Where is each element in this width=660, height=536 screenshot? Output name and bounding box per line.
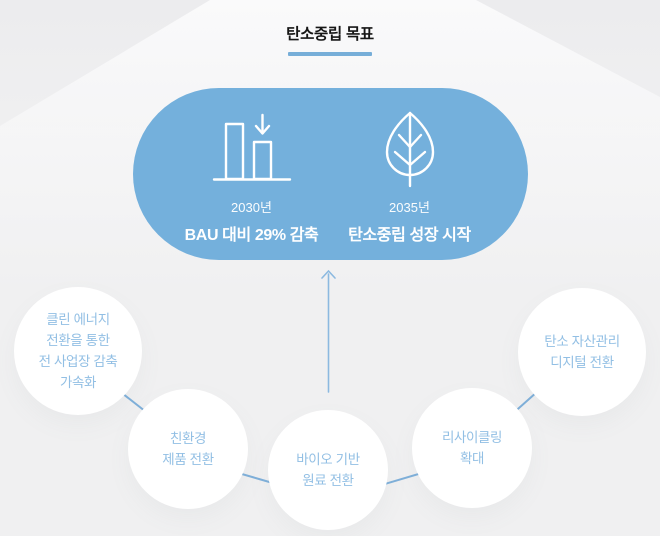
- strategy-circle-eco-products: 친환경 제품 전환: [128, 389, 248, 509]
- page-title: 탄소중립 목표: [286, 26, 374, 43]
- strategy-circle-recycling: 리사이클링 확대: [412, 388, 532, 508]
- strategy-line: 디지털 전환: [550, 355, 614, 370]
- strategy-label: 클린 에너지 전환을 통한 전 사업장 감축 가속화: [39, 309, 118, 393]
- goal-year: 2035년: [389, 200, 430, 215]
- strategy-line: 클린 에너지: [46, 312, 110, 327]
- goal-panel: 2030년 BAU 대비 29% 감축 2035년 탄소중립 성장 시작: [133, 88, 528, 260]
- goal-item-2035: 2035년 탄소중립 성장 시작: [334, 103, 486, 245]
- bar-chart-decrease-icon: [176, 103, 328, 195]
- goal-item-2030: 2030년 BAU 대비 29% 감축: [176, 103, 328, 245]
- strategy-line: 친환경: [169, 431, 207, 446]
- strategy-circle-clean-energy: 클린 에너지 전환을 통한 전 사업장 감축 가속화: [14, 287, 142, 415]
- strategy-line: 확대: [459, 451, 485, 466]
- strategy-line: 바이오 기반: [296, 452, 360, 467]
- strategy-label: 바이오 기반 원료 전환: [296, 449, 360, 491]
- strategy-line: 제품 전환: [162, 452, 214, 467]
- strategy-circle-carbon-asset: 탄소 자산관리 디지털 전환: [518, 288, 646, 416]
- up-arrow-icon: [321, 269, 336, 393]
- strategy-circle-bio-materials: 바이오 기반 원료 전환: [268, 410, 388, 530]
- strategy-label: 친환경 제품 전환: [162, 428, 214, 470]
- strategy-line: 전환을 통한: [46, 333, 110, 348]
- diagram-header: 탄소중립 목표: [0, 22, 660, 56]
- strategy-line: 가속화: [59, 375, 97, 390]
- strategy-label: 리사이클링 확대: [441, 427, 503, 469]
- strategy-line: 전 사업장 감축: [38, 354, 118, 369]
- goal-label: 탄소중립 성장 시작: [348, 227, 471, 244]
- strategy-label: 탄소 자산관리 디지털 전환: [544, 331, 620, 373]
- title-underline: [288, 52, 372, 56]
- goal-label: BAU 대비 29% 감축: [184, 227, 319, 244]
- strategy-line: 리사이클링: [441, 430, 503, 445]
- goal-year: 2030년: [231, 200, 272, 215]
- strategy-line: 탄소 자산관리: [544, 334, 620, 349]
- leaf-icon: [334, 103, 486, 195]
- strategy-line: 원료 전환: [302, 473, 354, 488]
